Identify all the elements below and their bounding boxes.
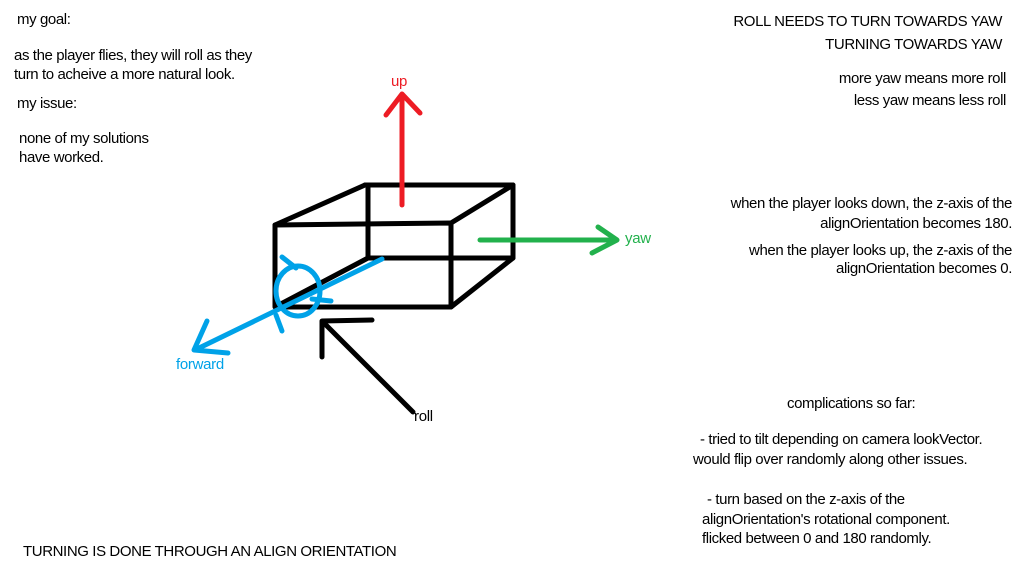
roll-arrow-shaft (322, 321, 416, 415)
box-connecting-edges (272, 182, 516, 310)
roll-circle-bottom-tail (273, 312, 285, 334)
up-arrow (383, 91, 423, 208)
note-issue-line2: have worked. (19, 149, 104, 166)
roll-circle-loop (273, 263, 323, 319)
note-complications-heading: complications so far: (787, 395, 916, 412)
note-goal-line1: as the player flies, they will roll as t… (14, 47, 252, 64)
note-looks-up-line2: alignOrientation becomes 0. (836, 260, 1012, 277)
roll-arrow-head (319, 317, 375, 360)
note-complication2-line1: - turn based on the z-axis of the (707, 491, 905, 508)
caption-align-orientation: TURNING IS DONE THROUGH AN ALIGN ORIENTA… (23, 543, 397, 560)
forward-arrow-head (191, 318, 231, 356)
note-issue-line1: none of my solutions (19, 130, 149, 147)
roll-rotation-circle (273, 254, 334, 334)
up-arrow-head (383, 91, 423, 118)
roll-circle-right-tick (309, 296, 334, 304)
roll-arrow (319, 317, 416, 415)
note-issue-heading: my issue: (17, 95, 77, 112)
note-turning-towards-yaw: TURNING TOWARDS YAW (825, 36, 1002, 53)
forward-arrow (191, 256, 385, 356)
note-complication1-line1: - tried to tilt depending on camera look… (700, 431, 983, 448)
note-complication2-line3: flicked between 0 and 180 randomly. (702, 530, 932, 547)
yaw-axis-label: yaw (625, 230, 651, 247)
note-more-yaw: more yaw means more roll (838, 70, 1007, 87)
note-goal-heading: my goal: (17, 11, 71, 28)
forward-arrow-shaft (194, 256, 385, 352)
note-looks-up-line1: when the player looks up, the z-axis of … (749, 242, 1012, 259)
note-less-yaw: less yaw means less roll (853, 92, 1007, 109)
roll-circle-top-tail (279, 254, 299, 271)
forward-axis-label: forward (176, 356, 224, 373)
note-roll-towards-yaw: ROLL NEEDS TO TURN TOWARDS YAW (733, 13, 1002, 30)
note-complication2-line2: alignOrientation's rotational component. (702, 511, 950, 528)
note-complication1-line2: would flip over randomly along other iss… (693, 451, 968, 468)
note-goal-line2: turn to acheive a more natural look. (14, 66, 235, 83)
up-axis-label: up (391, 73, 408, 90)
note-looks-down-line2: alignOrientation becomes 180. (820, 215, 1012, 232)
yaw-arrow (477, 224, 620, 256)
yaw-arrow-head (589, 224, 620, 256)
roll-axis-label: roll (414, 408, 433, 425)
note-looks-down-line1: when the player looks down, the z-axis o… (730, 195, 1013, 212)
box-wireframe (272, 182, 516, 310)
